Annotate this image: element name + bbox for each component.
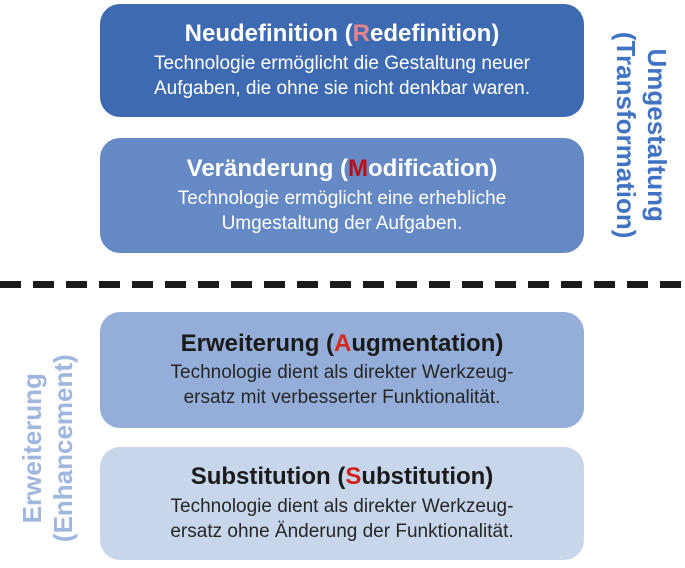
box-title-red-letter: A	[334, 329, 352, 357]
box-title-text: edefinition)	[370, 20, 500, 48]
box-title-text: Veränderung (	[186, 155, 349, 183]
box-title-text: Substitution (	[190, 463, 346, 491]
box-title: Substitution (Substitution)	[191, 463, 494, 491]
enhancement-axis-label: Erweiterung (Enhancement)	[17, 323, 79, 568]
box-description: Technologie ermöglicht die Gestaltung ne…	[154, 51, 530, 101]
box-description-line: Technologie dient als direkter Werkzeug-	[170, 362, 514, 384]
box-title: Veränderung (Modification)	[187, 155, 498, 183]
box-title-text: odification)	[368, 155, 498, 183]
box-description-line: Technologie dient als direkter Werkzeug-	[170, 495, 514, 517]
transformation-axis-label-line: (Transformation)	[611, 31, 641, 239]
dashed-divider	[0, 281, 685, 288]
box-title-text: ugmentation)	[351, 329, 504, 357]
enhancement-axis-label-line: (Enhancement)	[48, 354, 78, 543]
samr-box-substitution: Substitution (Substitution) Technologie …	[100, 447, 584, 560]
samr-box-augmentation: Erweiterung (Augmentation) Technologie d…	[100, 312, 584, 428]
box-title: Neudefinition (Redefinition)	[185, 20, 500, 48]
transformation-axis-label: Umgestaltung (Transformation)	[610, 10, 672, 260]
box-title-text: Neudefinition (	[184, 20, 353, 48]
box-description: Technologie dient als direkter Werkzeug-…	[171, 360, 514, 410]
samr-box-redefinition: Neudefinition (Redefinition) Technologie…	[100, 4, 584, 117]
box-title-text: Erweiterung (	[180, 329, 335, 357]
box-description-line: ersatz mit verbesserter Funktionalität.	[183, 387, 501, 409]
enhancement-axis-label-line: Erweiterung	[16, 373, 47, 524]
box-title-red-letter: R	[352, 20, 370, 48]
box-title-red-letter: M	[348, 155, 369, 183]
box-description: Technologie dient als direkter Werkzeug-…	[170, 494, 513, 544]
box-description-line: Umgestaltung der Aufgaben.	[221, 212, 463, 234]
box-description-line: Aufgaben, die ohne sie nicht denkbar war…	[153, 77, 531, 99]
samr-box-modification: Veränderung (Modification) Technologie e…	[100, 138, 584, 253]
box-title-red-letter: S	[345, 463, 362, 491]
transformation-axis-label-line: Umgestaltung	[642, 48, 673, 222]
box-title: Erweiterung (Augmentation)	[181, 330, 504, 358]
box-description-line: Technologie ermöglicht die Gestaltung ne…	[153, 52, 530, 74]
box-description-line: Technologie ermöglicht eine erhebliche	[177, 187, 507, 209]
box-title-text: ubstitution)	[361, 463, 494, 491]
box-description: Technologie ermöglicht eine erhebliche U…	[178, 186, 506, 236]
box-description-line: ersatz ohne Änderung der Funktionalität.	[170, 520, 514, 542]
